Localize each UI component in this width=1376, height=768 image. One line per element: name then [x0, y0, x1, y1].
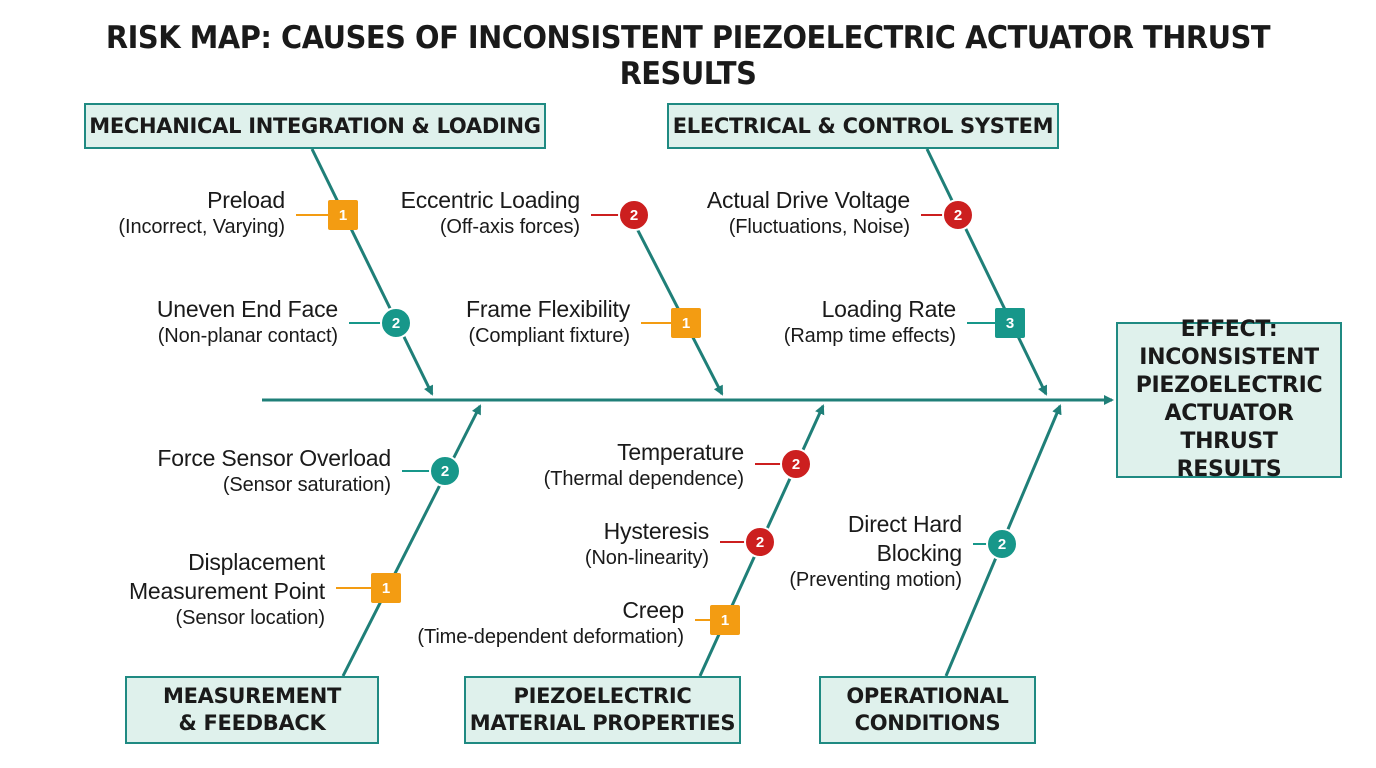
bone-measurement: [341, 404, 482, 677]
page-title: RISK MAP: CAUSES OF INCONSISTENT PIEZOEL…: [105, 20, 1271, 92]
cause-name: Force Sensor Overload: [157, 445, 391, 471]
cause-description: (Off-axis forces): [439, 215, 580, 238]
effect-label-line: EFFECT:: [1180, 317, 1278, 342]
cause-description: (Non-planar contact): [157, 324, 338, 347]
cause-label-creep: Creep(Time-dependent deformation): [417, 596, 684, 650]
risk-badge-square-icon: 1: [710, 605, 740, 635]
risk-badge-circle-icon: 2: [986, 528, 1018, 560]
cause-description: (Compliant fixture): [468, 324, 631, 347]
cause-name: Actual Drive Voltage: [706, 187, 910, 213]
effect-label-line: ACTUATOR THRUST: [1164, 401, 1294, 454]
category-label-line: MATERIAL PROPERTIES: [469, 711, 736, 735]
cause-description: (Time-dependent deformation): [417, 625, 684, 648]
cause-label-loading-rate: Loading Rate(Ramp time effects): [784, 295, 956, 349]
risk-badge-circle-icon: 2: [429, 455, 461, 487]
cause-label-frame-flexibility: Frame Flexibility(Compliant fixture): [466, 295, 630, 349]
category-label-line: ELECTRICAL & CONTROL SYSTEM: [672, 113, 1054, 138]
cause-label-actual-drive-voltage: Actual Drive Voltage(Fluctuations, Noise…: [707, 186, 910, 240]
risk-badge-circle-icon: 2: [942, 199, 974, 231]
cause-description: (Preventing motion): [789, 568, 962, 591]
category-label-line: MEASUREMENT: [162, 684, 342, 708]
risk-badge-circle-icon: 2: [744, 526, 776, 558]
cause-name: Preload: [207, 187, 285, 213]
cause-name: Frame Flexibility: [465, 296, 630, 322]
cause-name: Loading Rate: [821, 296, 957, 322]
cause-description: (Thermal dependence): [543, 467, 744, 490]
effect-label-line: RESULTS: [1176, 457, 1282, 482]
category-label-line: OPERATIONAL: [846, 684, 1009, 708]
risk-badge-circle-icon: 2: [618, 199, 650, 231]
bone-mechanical-secondary: [628, 214, 724, 396]
cause-name: Measurement Point: [128, 577, 325, 604]
risk-badge-square-icon: 1: [328, 200, 358, 230]
bone-electrical: [925, 148, 1048, 396]
category-label-line: CONDITIONS: [854, 711, 1001, 735]
cause-description: (Sensor saturation): [222, 473, 391, 496]
cause-name: Displacement: [188, 549, 325, 575]
cause-name: Temperature: [617, 439, 744, 465]
cause-name: Uneven End Face: [156, 296, 338, 322]
category-box-piezo: PIEZOELECTRIC MATERIAL PROPERTIES: [464, 676, 741, 744]
effect-box: EFFECT: INCONSISTENT PIEZOELECTRIC ACTUATOR…: [1116, 317, 1342, 482]
category-label-line: MECHANICAL INTEGRATION & LOADING: [89, 113, 541, 138]
effect-label-line: INCONSISTENT: [1139, 345, 1319, 370]
cause-name: Blocking: [876, 539, 963, 566]
cause-label-force-sensor-overload: Force Sensor Overload(Sensor saturation): [157, 444, 391, 498]
category-label-line: & FEEDBACK: [178, 711, 326, 735]
cause-label-uneven-end-face: Uneven End Face(Non-planar contact): [157, 295, 338, 349]
cause-name: Hysteresis: [603, 518, 710, 544]
cause-description: (Ramp time effects): [783, 324, 956, 347]
risk-badge-square-icon: 1: [371, 573, 401, 603]
cause-label-preload: Preload(Incorrect, Varying): [118, 186, 285, 240]
cause-label-eccentric-loading: Eccentric Loading(Off-axis forces): [400, 186, 581, 240]
bone-mechanical: [310, 148, 434, 396]
risk-badge-square-icon: 3: [995, 308, 1025, 338]
category-box-meas: MEASUREMENT & FEEDBACK: [125, 676, 379, 744]
cause-description: (Non-linearity): [584, 546, 709, 569]
cause-label-temperature: Temperature(Thermal dependence): [543, 438, 745, 492]
effect-label-line: PIEZOELECTRIC: [1135, 373, 1323, 398]
cause-name: Eccentric Loading: [400, 187, 581, 213]
risk-badge-circle-icon: 2: [780, 448, 812, 480]
risk-badge-square-icon: 1: [671, 308, 701, 338]
cause-description: (Sensor location): [175, 606, 326, 629]
cause-name: Creep: [622, 597, 684, 623]
cause-label-hysteresis: Hysteresis(Non-linearity): [585, 517, 709, 571]
risk-badge-circle-icon: 2: [380, 307, 412, 339]
category-box-oper: OPERATIONAL CONDITIONS: [819, 676, 1036, 744]
cause-description: (Incorrect, Varying): [118, 215, 285, 238]
cause-description: (Fluctuations, Noise): [728, 215, 910, 238]
category-box-mech: MECHANICAL INTEGRATION & LOADING: [84, 103, 546, 149]
category-label-line: PIEZOELECTRIC: [513, 684, 692, 708]
cause-name: Direct Hard: [847, 511, 962, 537]
category-box-elec: ELECTRICAL & CONTROL SYSTEM: [667, 103, 1059, 149]
